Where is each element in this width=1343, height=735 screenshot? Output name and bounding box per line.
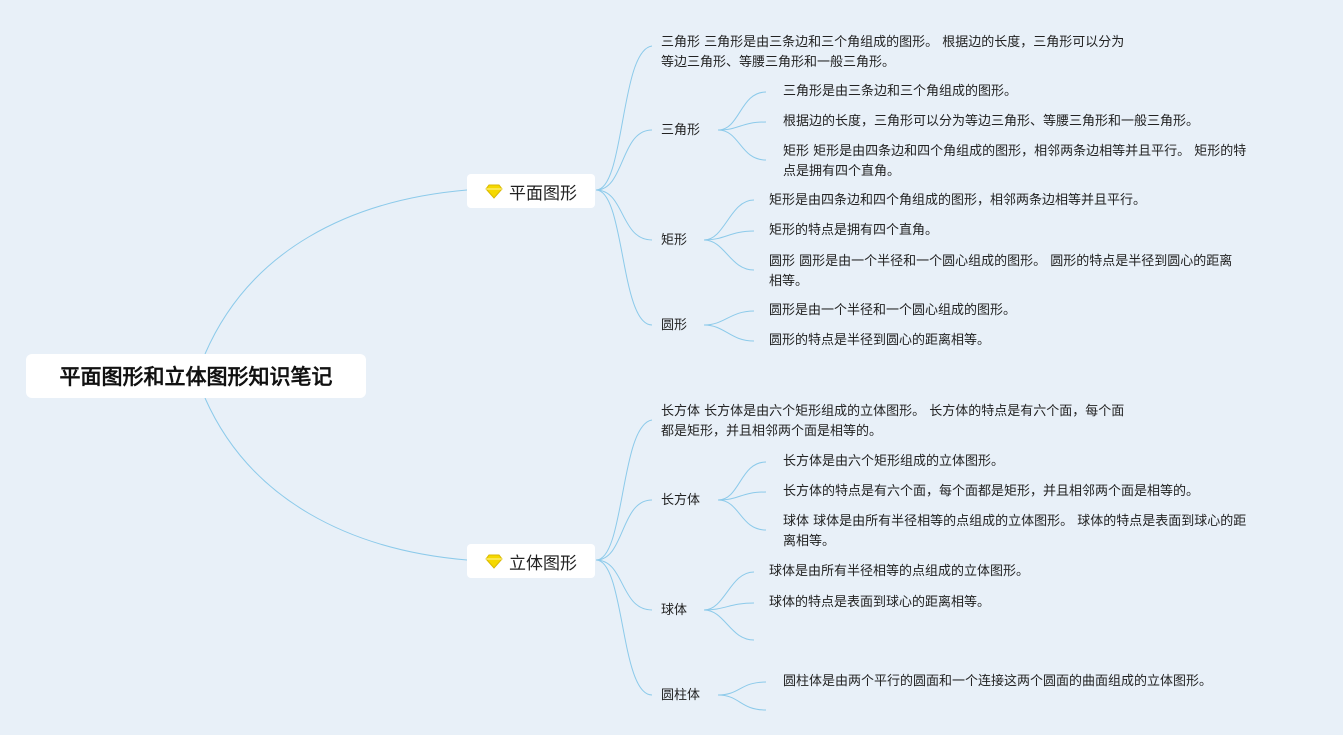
- leaf-item[interactable]: 矩形 矩形是由四条边和四个角组成的图形，相邻两条边相等并且平行。 矩形的特 点是…: [783, 144, 1247, 179]
- leaf-item[interactable]: 矩形的特点是拥有四个直角。: [769, 223, 939, 238]
- branch-label: 平面图形: [509, 183, 577, 204]
- subtopic-rectangle[interactable]: 矩形: [661, 233, 688, 248]
- connector-root-solid: [204, 397, 468, 561]
- leaf-item[interactable]: 矩形是由四条边和四个角组成的图形，相邻两条边相等并且平行。: [769, 193, 1147, 208]
- subtopic-cuboid[interactable]: 长方体: [661, 493, 701, 508]
- leaf-item[interactable]: 球体 球体是由所有半径相等的点组成的立体图形。 球体的特点是表面到球心的距 离相…: [783, 514, 1247, 549]
- leaf-item[interactable]: 圆形 圆形是由一个半径和一个圆心组成的图形。 圆形的特点是半径到圆心的距离 相等…: [769, 254, 1233, 289]
- branch-label: 立体图形: [509, 553, 577, 574]
- diamond-icon: [485, 184, 503, 199]
- leaf-item[interactable]: 长方体是由六个矩形组成的立体图形。: [783, 454, 1005, 469]
- summary-text[interactable]: 长方体 长方体是由六个矩形组成的立体图形。 长方体的特点是有六个面，每个面 都是…: [661, 404, 1125, 439]
- leaf-item[interactable]: 球体的特点是表面到球心的距离相等。: [769, 595, 991, 610]
- subtopic-cylinder[interactable]: 圆柱体: [661, 688, 701, 703]
- summary-text[interactable]: 三角形 三角形是由三条边和三个角组成的图形。 根据边的长度，三角形可以分为 等边…: [661, 35, 1125, 70]
- root-topic[interactable]: 平面图形和立体图形知识笔记: [26, 354, 366, 398]
- branch-solid-figures[interactable]: 立体图形: [467, 544, 595, 578]
- subtopic-triangle[interactable]: 三角形: [661, 123, 701, 138]
- leaf-item[interactable]: 圆形是由一个半径和一个圆心组成的图形。: [769, 303, 1017, 318]
- leaf-item[interactable]: 球体是由所有半径相等的点组成的立体图形。: [769, 564, 1030, 579]
- subtopic-sphere[interactable]: 球体: [661, 603, 688, 618]
- leaf-item[interactable]: 圆形的特点是半径到圆心的距离相等。: [769, 333, 991, 348]
- leaf-item[interactable]: 三角形是由三条边和三个角组成的图形。: [783, 84, 1018, 99]
- leaf-item[interactable]: 长方体的特点是有六个面，每个面都是矩形，并且相邻两个面是相等的。: [783, 484, 1200, 499]
- connector-root-plane: [204, 189, 468, 355]
- diamond-icon: [485, 554, 503, 569]
- leaf-item[interactable]: 根据边的长度，三角形可以分为等边三角形、等腰三角形和一般三角形。: [783, 114, 1200, 129]
- subtopic-circle[interactable]: 圆形: [661, 318, 688, 333]
- branch-plane-figures[interactable]: 平面图形: [467, 174, 595, 208]
- leaf-item[interactable]: 圆柱体是由两个平行的圆面和一个连接这两个圆面的曲面组成的立体图形。: [783, 674, 1213, 689]
